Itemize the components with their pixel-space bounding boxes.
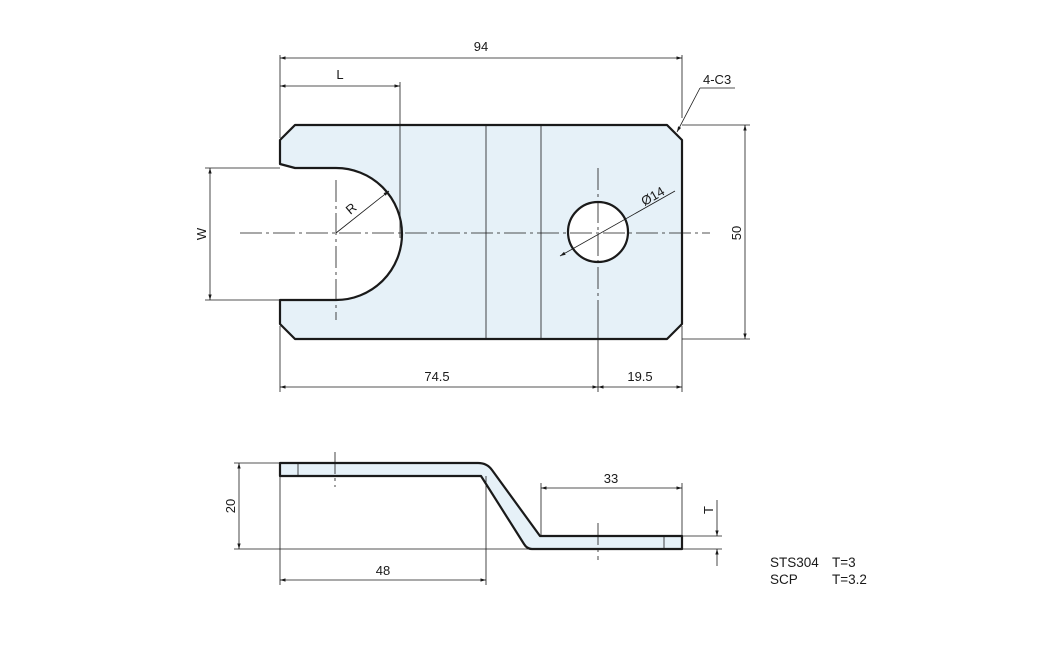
material-row: SCP T=3.2 [770, 571, 867, 588]
dim-label-74-5: 74.5 [424, 369, 449, 384]
dim-label-r: R [343, 200, 360, 218]
dim-label-w: W [194, 227, 209, 240]
material-thickness: T=3 [832, 555, 856, 570]
material-thickness: T=3.2 [832, 572, 867, 587]
bent-profile [278, 461, 684, 551]
material-row: STS304 T=3 [770, 554, 867, 571]
material-name: STS304 [770, 555, 819, 570]
dim-label-20: 20 [223, 499, 238, 513]
top-view: 94 L 4-C3 W R Ø14 50 74.5 19.5 [194, 39, 750, 392]
material-name: SCP [770, 572, 798, 587]
dim-label-19-5: 19.5 [627, 369, 652, 384]
dim-label-50: 50 [729, 226, 744, 240]
dim-label-chamfer: 4-C3 [703, 72, 731, 87]
radius-leader [335, 190, 390, 234]
dim-label-t: T [701, 506, 716, 514]
side-view: 20 48 33 T [223, 452, 722, 585]
material-table: STS304 T=3 SCP T=3.2 [770, 554, 867, 588]
dim-label-33: 33 [604, 471, 618, 486]
dim-label-48: 48 [376, 563, 390, 578]
hole-leader [559, 190, 676, 257]
dim-label-94: 94 [474, 39, 488, 54]
dim-label-l: L [336, 67, 343, 82]
chamfer-leader [676, 87, 701, 133]
